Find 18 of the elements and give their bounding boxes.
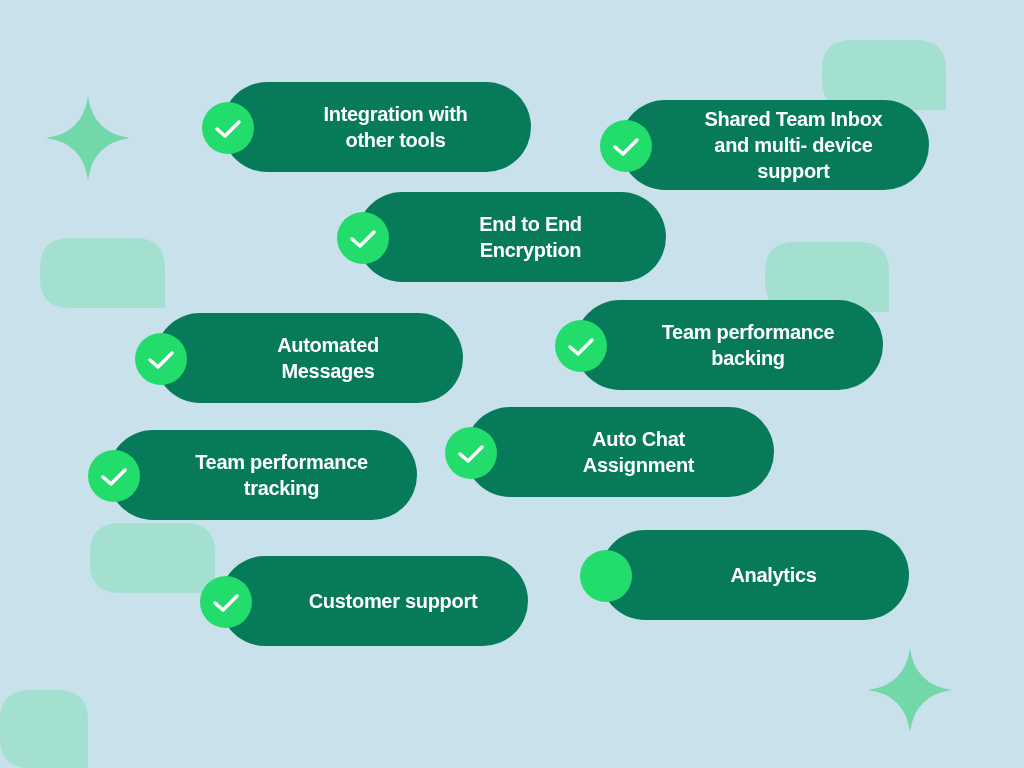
feature-pill	[445, 407, 774, 497]
feature-pill	[600, 100, 929, 190]
feature-label: Analytics	[730, 563, 817, 588]
feature-pill	[200, 556, 528, 646]
feature-pill	[555, 300, 883, 390]
feature-label: Team performance backing	[660, 320, 836, 371]
feature-pill	[580, 530, 909, 620]
feature-label: Team performance tracking	[194, 450, 369, 501]
feature-label: Customer support	[308, 589, 478, 614]
feature-label: Automated Messages	[276, 333, 380, 384]
feature-pill	[135, 313, 463, 403]
feature-pill	[337, 192, 666, 282]
feature-label: End to End Encryption	[478, 212, 583, 263]
feature-label: Shared Team Inbox and multi- device support	[703, 107, 884, 184]
feature-label: Integration with other tools	[322, 102, 469, 153]
feature-pill	[202, 82, 531, 172]
feature-pill	[88, 430, 417, 520]
feature-label: Auto Chat Assignment	[581, 427, 696, 478]
